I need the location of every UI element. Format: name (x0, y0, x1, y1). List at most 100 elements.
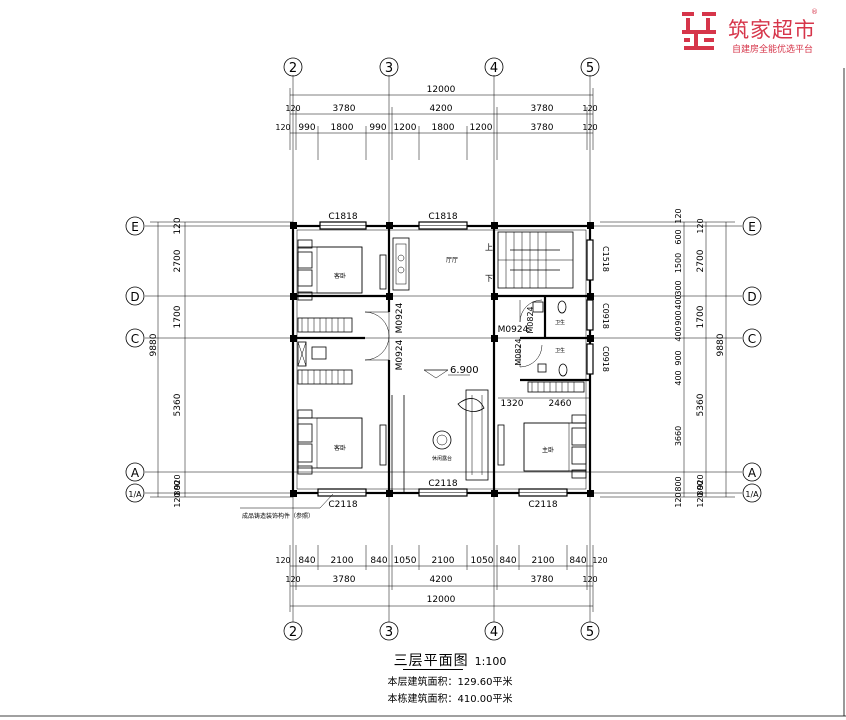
dim-right-extra: 800 (696, 480, 705, 495)
dim-right-c2-4: 920 (696, 474, 705, 489)
dim-top-r2-3: 990 (369, 123, 386, 133)
dim-top-r2-8: 120 (582, 123, 597, 132)
dim-right-c2-5: 120 (696, 492, 705, 507)
dim-bot-total: 12000 (427, 595, 456, 605)
dim-bot-r1-0: 120 (275, 556, 290, 565)
dim-top-r2-6: 1200 (470, 123, 493, 133)
dim-bot-r1-1: 840 (298, 556, 315, 566)
dim-right-c2-1: 2700 (696, 249, 706, 272)
bathroom-2: 卫生 (537, 347, 568, 377)
axis-bottom-4: 4 (490, 625, 498, 640)
window-c1518: C1518 (601, 246, 610, 272)
dim-bot-r1-2: 2100 (331, 556, 354, 566)
door-m0824-b: M0824 (514, 338, 523, 365)
bottom-axis-bubbles: 2 3 4 5 (283, 621, 600, 641)
area-info: 本层建筑面积：129.60平米 本栋建筑面积：410.00平米 (360, 674, 540, 708)
dim-right-total: 9880 (716, 333, 726, 356)
top-dimensions: 12000 120 3780 4200 3780 120 120 990 180… (275, 85, 598, 160)
dim-right-c1-0: 120 (674, 208, 683, 223)
dim-top-r2-2: 1800 (331, 123, 354, 133)
axis-left-D: D (130, 290, 139, 304)
axis-left-E: E (131, 220, 139, 234)
axis-right-1A: 1/A (745, 490, 759, 499)
door-m0924-b: M0924 (395, 339, 405, 370)
door-m0924-c: M0924 (498, 325, 529, 335)
leisure-terrace: 6.900 休闲露台 (423, 365, 489, 481)
axis-bottom-5: 5 (586, 625, 594, 640)
dim-bot-r2-4: 120 (582, 575, 597, 584)
dim-bot-r2-1: 3780 (333, 575, 356, 585)
stair-down-label: 下 (485, 274, 493, 283)
dim-right-c1-9: 3660 (674, 426, 683, 446)
dim-bot-r1-6: 1050 (471, 556, 494, 566)
dim-right-c1-1: 600 (674, 229, 683, 244)
logo-mark-icon (682, 12, 716, 50)
bedroom-1-furniture: 客卧 (297, 239, 387, 301)
bathroom-1: 卫生 (532, 300, 567, 326)
axis-left-A: A (131, 466, 140, 480)
dim-right-c1-2: 1500 (674, 253, 683, 273)
wardrobe-area (297, 317, 353, 385)
dim-bot-r1-8: 2100 (532, 556, 555, 566)
floor-area: 本层建筑面积：129.60平米 (387, 677, 513, 688)
dim-bot-r2-3: 3780 (531, 575, 554, 585)
dim-bot-r1-3: 840 (370, 556, 387, 566)
door-m0824-a: M0824 (526, 306, 535, 333)
brand-logo: 筑家超市 自建房全能优选平台 ® (680, 8, 846, 60)
axis-top-3: 3 (385, 61, 393, 76)
elevation-label: 6.900 (450, 365, 479, 376)
dim-bot-r1-9: 840 (569, 556, 586, 566)
windows-side: C1518 C0918 C0918 (586, 239, 610, 375)
title-block: 三层平面图 1:100 本层建筑面积：129.60平米 本栋建筑面积：410.00… (360, 650, 540, 708)
room-label-bed2: 客卧 (334, 444, 346, 452)
bottom-dimensions: 120 840 2100 840 1050 2100 1050 840 2100… (275, 545, 608, 612)
window-c2118-c: C2118 (528, 500, 557, 510)
decoration-note-text: 成品铸造装饰构件（参照） (242, 512, 314, 520)
logo-registered-mark: ® (811, 8, 818, 16)
dim-top-r2-7: 3780 (531, 123, 554, 133)
stair-up-label: 上 (485, 243, 493, 252)
room-label-bath1: 卫生 (555, 319, 565, 326)
room-label-bed1: 客卧 (334, 272, 346, 280)
left-dimensions: 120 2700 1700 5360 920 120 9880 800 (149, 217, 293, 508)
axis-bottom-3: 3 (385, 625, 393, 640)
dim-left-extra: 800 (173, 480, 182, 495)
dim-bot-r1-4: 1050 (394, 556, 417, 566)
dim-right-c1-5: 900 (674, 310, 683, 325)
decoration-note: 成品铸造装饰构件（参照） (240, 493, 334, 520)
dim-right-c2-0: 120 (696, 218, 705, 233)
axis-left-C: C (131, 332, 139, 346)
interior-walls (293, 226, 590, 493)
door-m0924-a: M0924 (395, 302, 405, 333)
logo-tagline: 自建房全能优选平台 (732, 45, 814, 55)
closet-strip: 1320 2460 (498, 381, 590, 409)
window-c1818-a: C1818 (328, 212, 357, 222)
dim-room-1320: 1320 (501, 399, 524, 409)
total-area: 本栋建筑面积：410.00平米 (387, 694, 513, 705)
axis-right-D: D (747, 290, 756, 304)
dim-bot-r2-0: 120 (285, 575, 300, 584)
dim-top-r2-4: 1200 (394, 123, 417, 133)
window-c2118-a: C2118 (328, 500, 357, 510)
windows-top: C1818 C1818 (319, 212, 468, 230)
dim-right-c1-4: 400 (674, 294, 683, 309)
dim-left-2: 1700 (173, 305, 183, 328)
drawing-scale: 1:100 (474, 655, 507, 668)
dim-bot-r1-10: 120 (592, 556, 607, 565)
axis-top-4: 4 (490, 61, 498, 76)
room-label-leisure: 休闲露台 (432, 455, 452, 462)
dim-top-r1-4: 120 (582, 104, 597, 113)
right-axis-bubbles: E D C A 1/A (742, 216, 762, 503)
window-c2118-b: C2118 (428, 479, 457, 489)
dim-top-r1-3: 3780 (531, 104, 554, 114)
dim-left-3: 5360 (173, 393, 183, 416)
axis-right-C: C (748, 332, 756, 346)
axis-right-E: E (748, 220, 756, 234)
drawing-title: 三层平面图 (393, 653, 469, 669)
dim-top-total: 12000 (427, 85, 456, 95)
dim-right-c1-10: 800 (674, 476, 683, 491)
dim-bot-r1-7: 840 (499, 556, 516, 566)
dim-top-r2-1: 990 (298, 123, 315, 133)
room-label-master: 主卧 (542, 446, 554, 454)
